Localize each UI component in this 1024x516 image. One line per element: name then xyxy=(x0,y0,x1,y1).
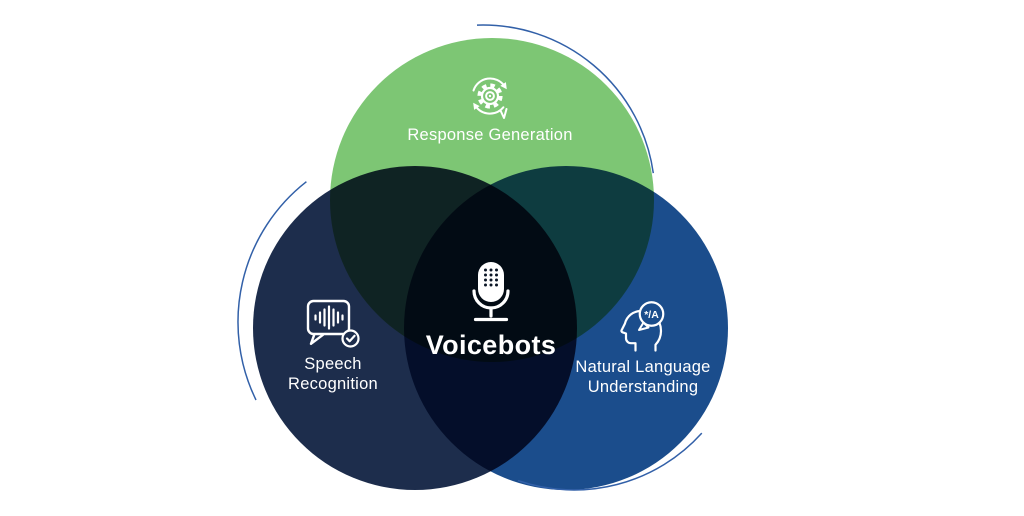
arc-top-right xyxy=(476,24,655,174)
venn-circle-natural-language-understanding xyxy=(404,166,728,490)
arc-bottom-right xyxy=(517,432,703,491)
arc-left xyxy=(237,181,307,401)
